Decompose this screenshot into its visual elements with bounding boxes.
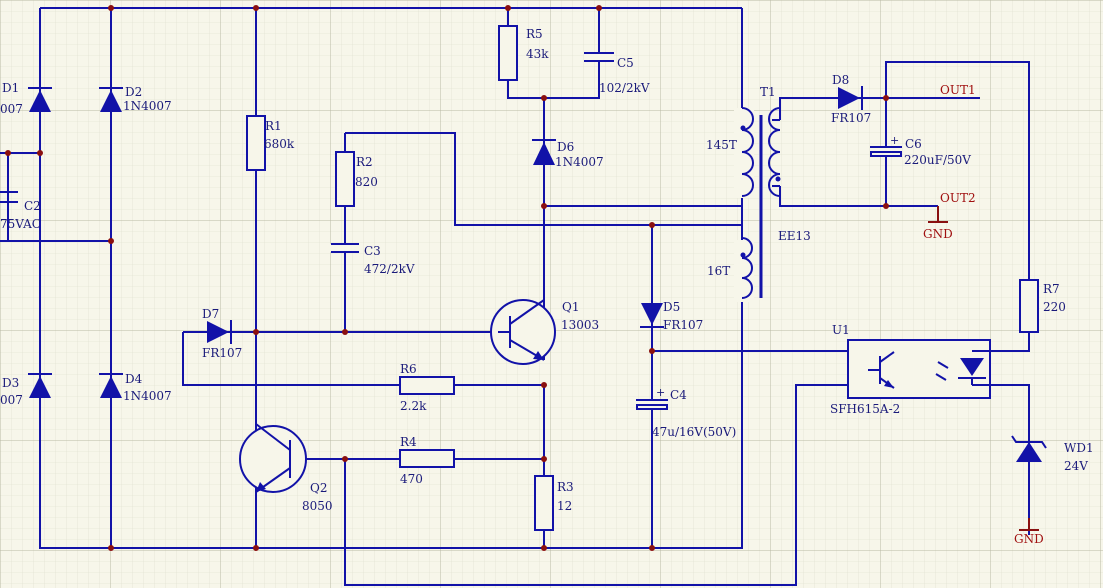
zener-wd1 [1011,435,1047,462]
label-c4-value: 47u/16V(50V) [652,425,736,439]
diode-d2 [99,87,123,112]
label-r4: R4 [400,435,417,449]
label-d3: D3 [2,376,19,390]
label-d7-value: FR107 [202,346,242,360]
label-r5-value: 43k [526,47,549,61]
diode-d6 [532,139,556,165]
label-d6: D6 [557,140,574,154]
label-c6: C6 [905,137,922,151]
capacitor-c6: + [870,134,902,157]
gnd-symbol-secondary [928,206,948,223]
label-q2: Q2 [310,481,327,495]
label-c3: C3 [364,244,381,258]
label-u1: U1 [832,323,850,337]
label-winding-16t: 16T [707,264,730,278]
transformer-t1 [734,107,781,302]
label-r2: R2 [356,155,373,169]
transistor-q1 [490,299,556,365]
label-r1: R1 [265,119,282,133]
capacitor-c3 [330,243,360,253]
label-c2: C2 [24,199,41,213]
net-label-gnd-secondary: GND [923,227,953,241]
label-wd1-value: 24V [1064,459,1088,473]
capacitor-c5 [584,52,614,62]
label-d8: D8 [832,73,849,87]
label-d2: D2 [125,85,142,99]
label-r3-value: 12 [557,499,572,513]
label-d6-value: 1N4007 [555,155,604,169]
label-c5-value: 102/2kV [599,81,650,95]
gnd-symbol-zener [1019,518,1039,531]
diode-d8 [838,86,863,110]
diode-d3 [28,373,52,398]
label-r7: R7 [1043,282,1060,296]
label-d3-value: 007 [0,393,23,407]
label-t1: T1 [760,85,776,99]
label-winding-145t: 145T [706,138,737,152]
svg-text:+: + [890,134,899,147]
capacitor-c2 [0,191,18,203]
label-u1-value: SFH615A-2 [830,402,900,416]
label-d5: D5 [663,300,680,314]
resistor-r2 [335,151,355,207]
diode-d7 [207,320,232,344]
net-label-out2: OUT2 [940,191,976,205]
resistor-r3 [534,475,554,531]
label-d4-value: 1N4007 [123,389,172,403]
resistor-r1 [246,115,266,171]
label-d1: D1 [2,81,19,95]
label-t1-value: EE13 [778,229,811,243]
net-label-out1: OUT1 [940,83,976,97]
transistor-q2 [239,423,307,493]
label-r1-value: 680k [264,137,295,151]
label-r4-value: 470 [400,472,423,486]
label-q1: Q1 [562,300,579,314]
resistor-r6 [399,376,455,395]
resistor-r5 [498,25,518,81]
label-d1-value: 007 [0,102,23,116]
label-r7-value: 220 [1043,300,1066,314]
optocoupler-u1 [847,339,991,399]
net-label-gnd-zener: GND [1014,532,1044,546]
label-c6-value: 220uF/50V [904,153,971,167]
label-r5: R5 [526,27,543,41]
diode-d4 [99,373,123,398]
label-d2-value: 1N4007 [123,99,172,113]
junctions [5,5,889,551]
diode-d1 [28,87,52,112]
labels: D1 007 D2 1N4007 D3 007 D4 1N4007 C2 75V… [0,27,1094,546]
resistor-r7 [1019,279,1039,333]
capacitor-c4: + [636,386,668,410]
label-c5: C5 [617,56,634,70]
resistor-r4 [399,449,455,468]
label-d5-value: FR107 [663,318,703,332]
label-q2-value: 8050 [302,499,333,513]
label-r2-value: 820 [355,175,378,189]
label-r3: R3 [557,480,574,494]
label-d8-value: FR107 [831,111,871,125]
label-d7: D7 [202,307,219,321]
label-c3-value: 472/2kV [364,262,415,276]
label-d4: D4 [125,372,143,386]
label-q1-value: 13003 [561,318,599,332]
svg-text:+: + [656,386,665,399]
label-wd1: WD1 [1064,441,1094,455]
label-r6-value: 2.2k [400,399,427,413]
label-c4: C4 [670,388,687,402]
label-r6: R6 [400,362,417,376]
label-c2-value: 75VAC [0,217,41,231]
diode-d5 [640,303,664,328]
